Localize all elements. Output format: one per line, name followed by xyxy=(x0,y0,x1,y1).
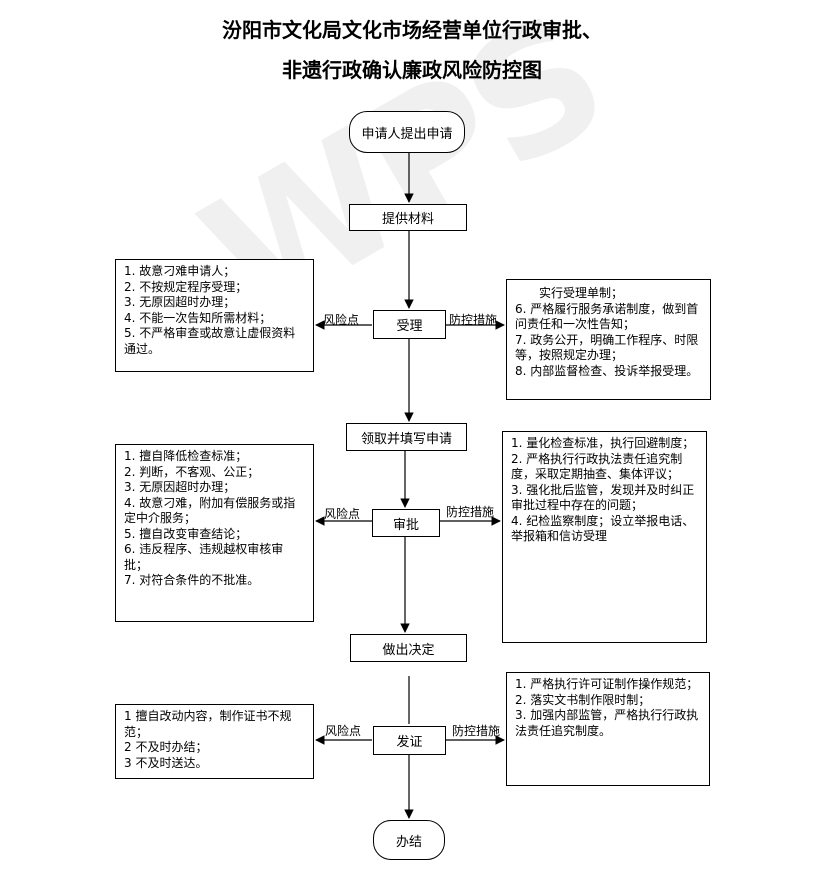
control-panel-issue: 1. 严格执行许可证制作操作规范； 2. 落实文书制作限时制； 3. 加强内部监… xyxy=(506,672,710,786)
risk-panel-issue: 1 擅自改动内容，制作证书不规范； 2 不及时办结； 3 不及时送达。 xyxy=(115,704,314,779)
control-accept-item: 实行受理单制； xyxy=(539,286,624,300)
risk-approve-item: 3. 无原因超时办理； xyxy=(124,480,236,494)
risk-accept-item: 5. 不严格审查或故意让虚假资料通过。 xyxy=(124,326,296,356)
label-control-issue: 防控措施 xyxy=(452,724,501,738)
risk-accept-item: 3. 无原因超时办理； xyxy=(124,295,236,309)
risk-issue-item: 1 擅自改动内容，制作证书不规范； xyxy=(124,709,292,739)
risk-issue-item: 2 不及时办结； xyxy=(124,740,208,754)
title-line-1: 汾阳市文化局文化市场经营单位行政审批、 xyxy=(222,18,602,42)
risk-approve-item: 7. 对符合条件的不批准。 xyxy=(124,573,260,587)
label-risk-accept: 风险点 xyxy=(323,313,360,327)
step-issue-certificate: 发证 xyxy=(373,726,446,755)
risk-panel-approve: 1. 擅自降低检查标准； 2. 判断，不客观、公正； 3. 无原因超时办理； 4… xyxy=(115,444,314,622)
risk-approve-item: 5. 擅自改变审查结论； xyxy=(124,526,248,541)
step-provide-materials: 提供材料 xyxy=(349,204,467,231)
step-approve: 审批 xyxy=(372,509,440,537)
control-approve-item: 4. 纪检监察制度；设立举报电话、举报箱和信访受理 xyxy=(511,513,695,544)
label-risk-approve: 风险点 xyxy=(324,507,361,521)
risk-accept-item: 1. 故意刁难申请人； xyxy=(124,264,236,278)
label-control-approve: 防控措施 xyxy=(446,505,495,519)
control-approve-item: 3. 强化批后监管，发现并及时纠正审批过程中存在的问题； xyxy=(511,482,695,513)
control-accept-item: 6. 严格履行服务承诺制度，做到首问责任和一次性告知； xyxy=(515,301,699,332)
risk-issue-item: 3 不及时送达。 xyxy=(124,755,208,770)
risk-approve-item: 1. 擅自降低检查标准； xyxy=(124,449,248,463)
risk-approve-item: 4. 故意刁难，附加有偿服务或指定中介服务； xyxy=(124,495,296,526)
risk-accept-item: 2. 不按规定程序受理； xyxy=(124,279,248,294)
label-risk-issue: 风险点 xyxy=(325,724,362,738)
step-start: 申请人提出申请 xyxy=(349,111,465,153)
step-fill-application: 领取并填写申请 xyxy=(346,423,467,451)
control-panel-accept: 实行受理单制； 6. 严格履行服务承诺制度，做到首问责任和一次性告知； 7. 政… xyxy=(506,279,711,400)
control-approve-item: 2. 严格执行行政执法责任追究制度，采取定期抽查、集体评议； xyxy=(511,451,683,482)
risk-panel-accept: 1. 故意刁难申请人； 2. 不按规定程序受理； 3. 无原因超时办理； 4. … xyxy=(115,259,314,372)
step-accept: 受理 xyxy=(373,310,446,339)
control-issue-item: 1. 严格执行许可证制作操作规范； xyxy=(515,677,699,691)
control-accept-item: 7. 政务公开，明确工作程序、时限等，按照规定办理； xyxy=(515,332,699,363)
risk-accept-item: 4. 不能一次告知所需材料； xyxy=(124,310,272,325)
control-issue-item: 2. 落实文书制作限时制； xyxy=(515,692,651,707)
control-panel-approve: 1. 量化检查标准，执行回避制度； 2. 严格执行行政执法责任追究制度，采取定期… xyxy=(502,431,707,643)
control-approve-item: 1. 量化检查标准，执行回避制度； xyxy=(511,436,695,450)
risk-approve-item: 2. 判断，不客观、公正； xyxy=(124,464,260,479)
step-finish: 办结 xyxy=(373,820,445,860)
control-issue-item: 3. 加强内部监管，严格执行行政执法责任追究制度。 xyxy=(515,708,699,738)
control-accept-item: 8. 内部监督检查、投诉举报受理。 xyxy=(515,363,699,378)
step-decide: 做出决定 xyxy=(350,634,467,662)
risk-approve-item: 6. 违反程序、违规越权审核审批； xyxy=(124,542,284,572)
title-line-2: 非遗行政确认廉政风险防控图 xyxy=(282,58,542,82)
label-control-accept: 防控措施 xyxy=(449,313,498,327)
